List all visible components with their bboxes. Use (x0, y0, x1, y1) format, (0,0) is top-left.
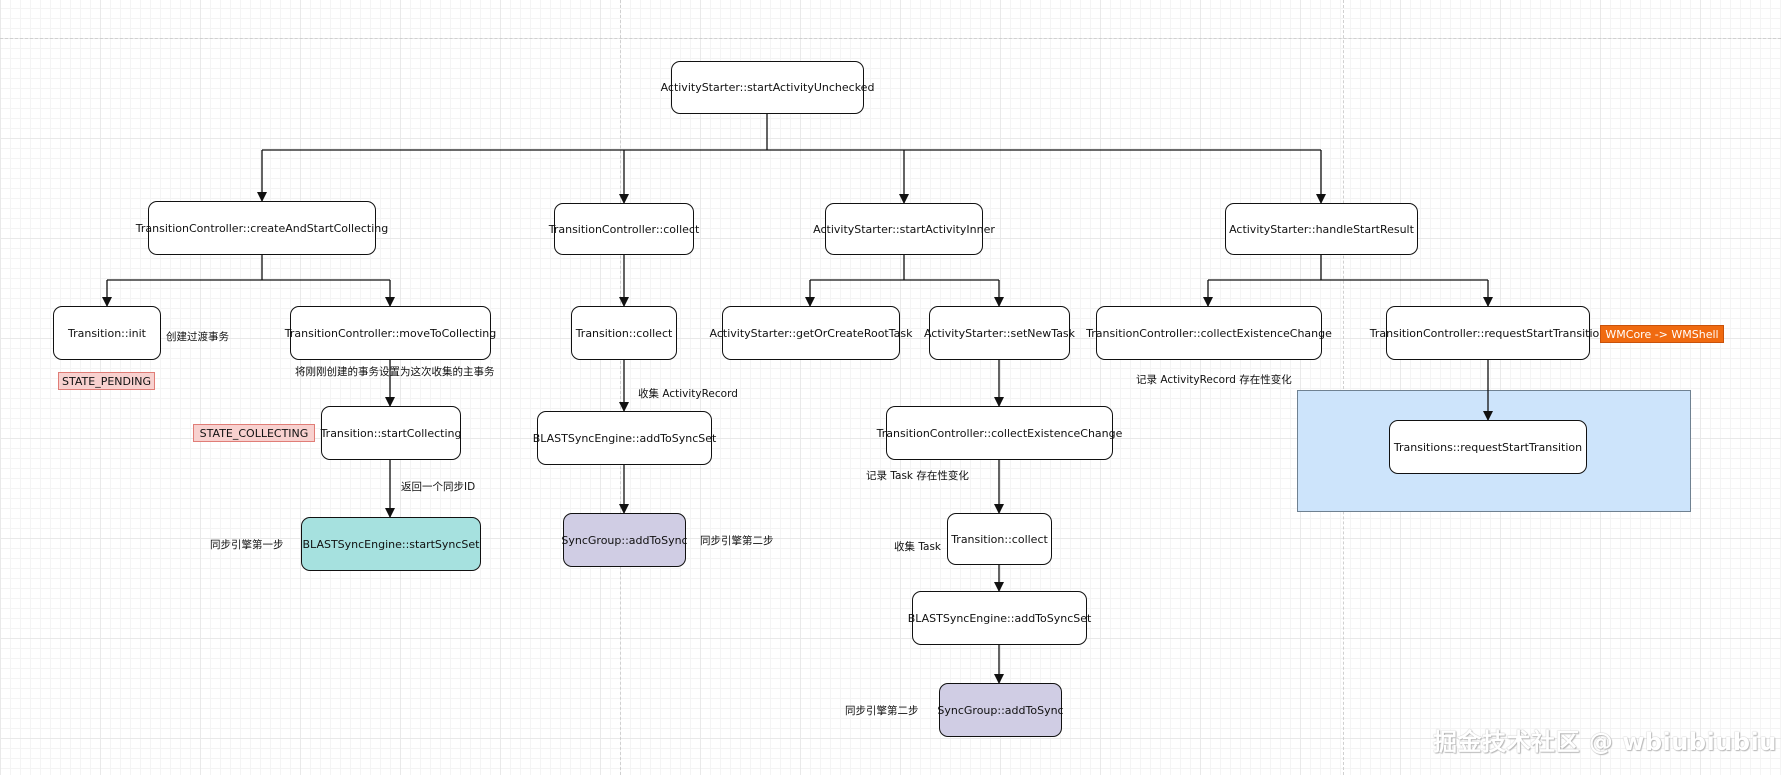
node-move-to-collecting[interactable]: TransitionController::moveToCollecting (285, 306, 496, 360)
node-collect-existence-change[interactable]: TransitionController::collectExistenceCh… (1086, 306, 1332, 360)
label-collect-task: 收集 Task (894, 541, 941, 553)
node-get-or-create-root-task[interactable]: ActivityStarter::getOrCreateRootTask (710, 306, 913, 360)
state-pending-tag: STATE_PENDING (58, 372, 155, 390)
node-request-start-transition[interactable]: TransitionController::requestStartTransi… (1370, 306, 1606, 360)
node-start-collecting[interactable]: Transition::startCollecting (321, 406, 461, 460)
label-create-transaction: 创建过渡事务 (166, 331, 229, 343)
label-record-activity-record-existence: 记录 ActivityRecord 存在性变化 (1136, 374, 1292, 386)
label-record-task-existence: 记录 Task 存在性变化 (866, 470, 969, 482)
node-start-sync-set[interactable]: BLASTSyncEngine::startSyncSet (301, 517, 481, 571)
node-collect-existence-change-task[interactable]: TransitionController::collectExistenceCh… (877, 406, 1122, 460)
node-set-new-task[interactable]: ActivityStarter::setNewTask (924, 306, 1075, 360)
node-handle-start-result[interactable]: ActivityStarter::handleStartResult (1225, 203, 1418, 255)
grid-guide-line (0, 38, 1781, 39)
node-tc-collect[interactable]: TransitionController::collect (549, 203, 699, 255)
wmcore-to-wmshell-badge: WMCore -> WMShell (1600, 325, 1724, 343)
node-transition-collect[interactable]: Transition::collect (571, 306, 677, 360)
label-sync-step-two: 同步引擎第二步 (700, 535, 774, 547)
label-sync-step-two-task: 同步引擎第二步 (845, 705, 919, 717)
grid-guide-line (1343, 0, 1344, 775)
node-add-to-sync[interactable]: SyncGroup::addToSync (561, 513, 688, 567)
node-add-to-sync-set[interactable]: BLASTSyncEngine::addToSyncSet (533, 411, 716, 465)
label-collect-activity-record: 收集 ActivityRecord (638, 388, 738, 400)
node-start-activity-inner[interactable]: ActivityStarter::startActivityInner (813, 203, 995, 255)
watermark: 掘金技术社区 @ wbiubiubiu (1433, 728, 1777, 756)
grid-guide-line (620, 0, 621, 775)
node-transition-collect-task[interactable]: Transition::collect (947, 513, 1052, 565)
node-add-to-sync-task[interactable]: SyncGroup::addToSync (937, 683, 1064, 737)
node-start-activity-unchecked[interactable]: ActivityStarter::startActivityUnchecked (661, 61, 874, 114)
node-add-to-sync-set-task[interactable]: BLASTSyncEngine::addToSyncSet (908, 591, 1091, 645)
node-transition-init[interactable]: Transition::init (53, 306, 161, 360)
node-shell-request-start-transition[interactable]: Transitions::requestStartTransition (1389, 420, 1587, 474)
node-create-and-start-collecting[interactable]: TransitionController::createAndStartColl… (136, 201, 388, 255)
label-sync-step-one: 同步引擎第一步 (210, 539, 284, 551)
label-return-sync-id: 返回一个同步ID (401, 481, 476, 493)
label-set-main-transaction: 将刚刚创建的事务设置为这次收集的主事务 (295, 366, 495, 378)
state-collecting-tag: STATE_COLLECTING (193, 424, 315, 442)
